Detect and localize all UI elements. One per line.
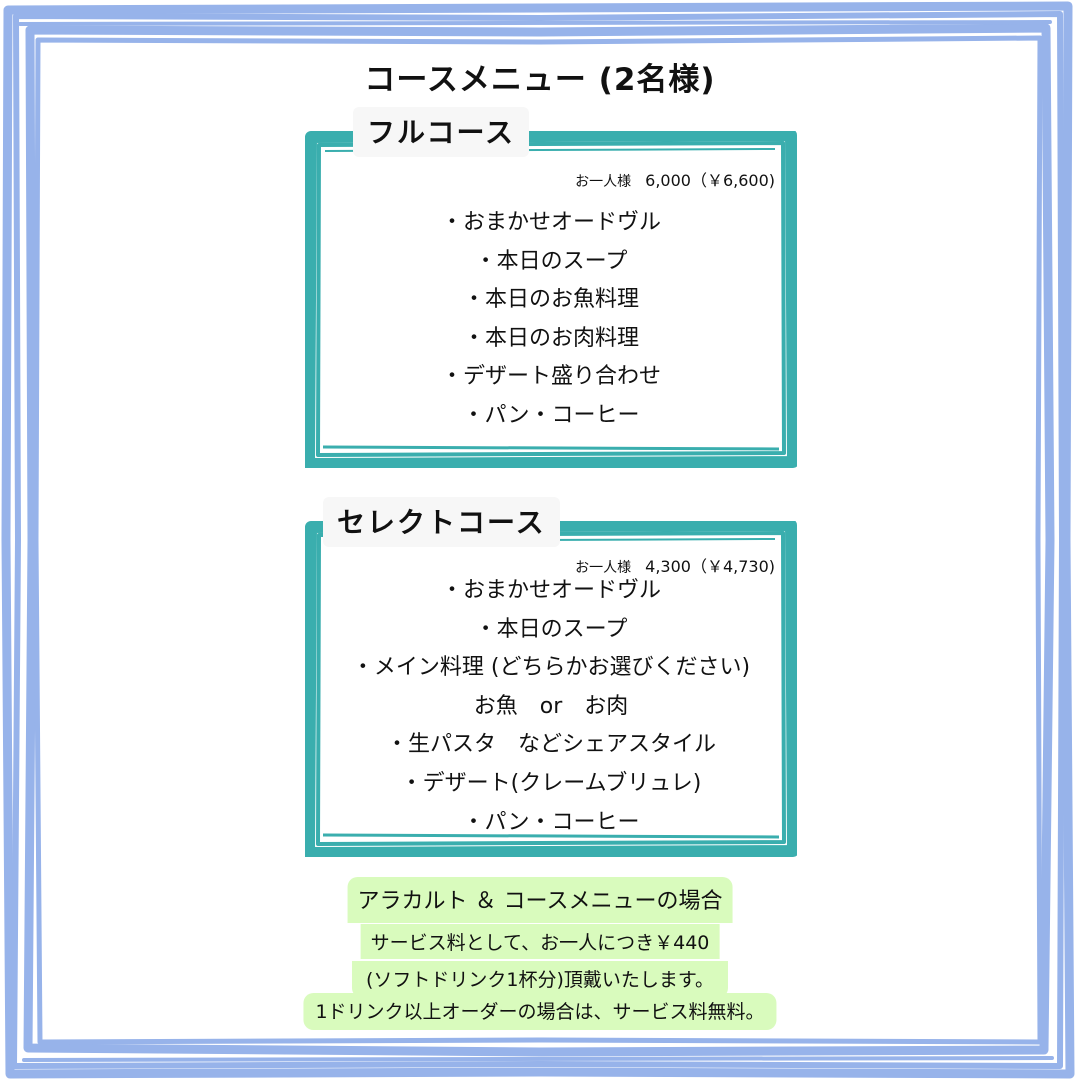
price-value: 4,300（￥4,730) [645,557,775,576]
select-course-price: お一人様 4,300（￥4,730) [575,553,775,577]
price-value: 6,000（￥6,600) [645,171,775,190]
full-course-items: ・おまかせオードヴル ・本日のスープ ・本日のお魚料理 ・本日のお肉料理 ・デザ… [305,204,797,436]
page-title: コースメニュー (2名様) [364,62,716,98]
full-course-border [305,131,797,468]
menu-item: ・パン・コーヒー [462,809,640,835]
menu-item: ・本日のスープ [474,248,628,274]
note-text: サービス料として、お一人につき￥440 [360,924,720,959]
full-course-title: フルコース [353,107,530,157]
select-course-title: セレクトコース [323,497,560,547]
menu-item: ・生パスタ などシェアスタイル [385,732,716,758]
menu-item: ・おまかせオードヴル [440,578,661,603]
menu-item: お魚 or お肉 [473,693,629,719]
note-heading: アラカルト ＆ コースメニューの場合 [347,877,733,923]
menu-item: ・パン・コーヒー [462,402,640,428]
full-course-price: お一人様 6,000（￥6,600) [575,167,775,191]
full-course-card: フルコース お一人様 6,000（￥6,600) ・おまかせオードヴル ・本日のス… [305,107,797,468]
price-label: お一人様 [575,560,632,576]
note-text: 1ドリンク以上オーダーの場合は、サービス料無料。 [303,993,777,1030]
price-label: お一人様 [575,174,632,190]
menu-item: ・デザート(クレームブリュレ) [400,770,702,796]
select-course-card: セレクトコース お一人様 4,300（￥4,730) ・おまかせオードヴル ・本日… [305,497,797,857]
menu-item: ・本日のお肉料理 [462,325,639,351]
menu-item: ・メイン料理 (どちらかお選びください) [351,655,751,681]
menu-item: ・本日のお魚料理 [462,287,639,313]
note-text: (ソフトドリンク1杯分)頂戴いたします。 [351,961,729,998]
select-course-items: ・おまかせオードヴル ・本日のスープ ・メイン料理 (どちらかお選びください) … [305,572,797,842]
menu-item: ・おまかせオードヴル [440,210,661,235]
menu-item: ・本日のスープ [474,616,628,642]
menu-item: ・デザート盛り合わせ [440,364,661,390]
